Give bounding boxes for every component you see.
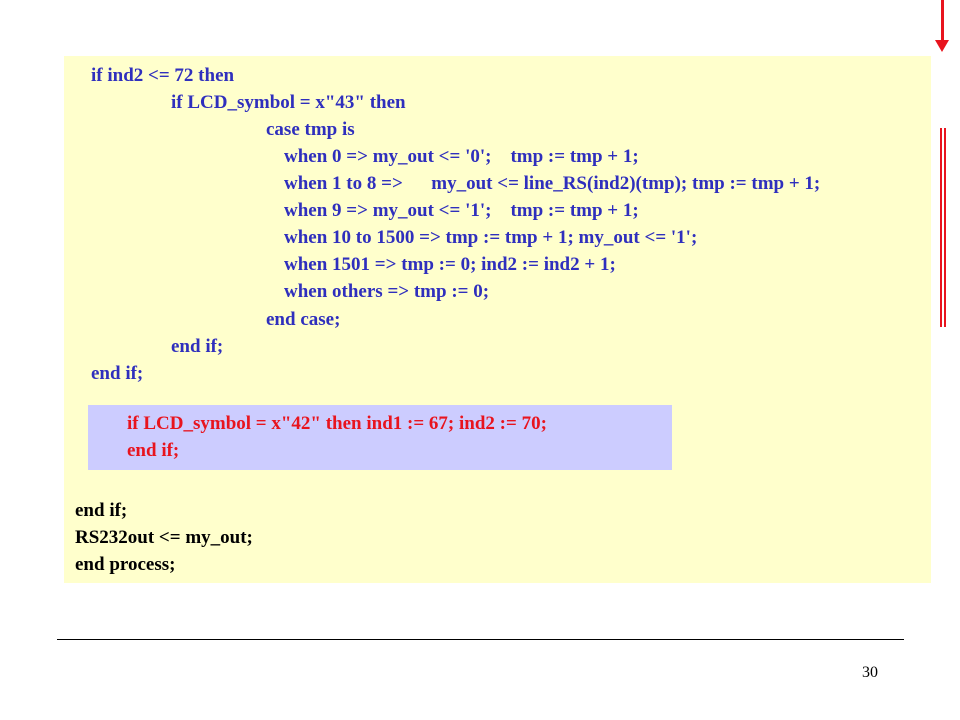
code-line: if ind2 <= 72 then <box>91 65 235 86</box>
arrow-down-icon-shaft <box>941 0 944 40</box>
code-line: when 10 to 1500 => tmp := tmp + 1; my_ou… <box>284 227 698 248</box>
highlight-code-line: end if; <box>127 440 180 461</box>
scroll-bar-marker-icon <box>940 128 942 327</box>
arrow-down-icon <box>935 40 949 52</box>
code-line: when 1 to 8 => my_out <= line_RS(ind2)(t… <box>284 173 821 194</box>
code-line: end if; <box>91 363 144 384</box>
code-line: when 1501 => tmp := 0; ind2 := ind2 + 1; <box>284 254 616 275</box>
footer-divider <box>57 639 904 640</box>
code-line: when others => tmp := 0; <box>284 281 490 302</box>
scroll-bar-marker-icon <box>944 128 946 327</box>
code-line: if LCD_symbol = x"43" then <box>171 92 406 113</box>
highlight-code-line: if LCD_symbol = x"42" then ind1 := 67; i… <box>127 413 547 434</box>
highlight-block <box>88 405 672 470</box>
code-line: case tmp is <box>266 119 355 140</box>
code-line: when 0 => my_out <= '0'; tmp := tmp + 1; <box>284 146 639 167</box>
code-line: end if; <box>75 500 128 521</box>
code-line: end case; <box>266 309 341 330</box>
code-line: end process; <box>75 554 176 575</box>
code-line: RS232out <= my_out; <box>75 527 253 548</box>
code-line: end if; <box>171 336 224 357</box>
page-number: 30 <box>862 664 878 681</box>
code-block <box>64 56 931 583</box>
code-line: when 9 => my_out <= '1'; tmp := tmp + 1; <box>284 200 639 221</box>
